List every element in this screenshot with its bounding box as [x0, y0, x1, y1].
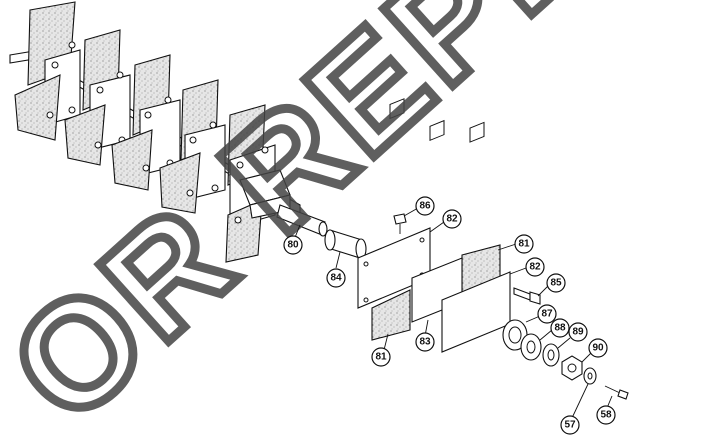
- svg-text:88: 88: [554, 323, 566, 334]
- nut-90: [561, 355, 583, 381]
- callout-90: 90: [588, 338, 608, 358]
- tine-blade-4: [159, 79, 226, 214]
- svg-text:81: 81: [375, 352, 387, 363]
- svg-text:85: 85: [550, 278, 562, 289]
- svg-text:84: 84: [330, 273, 342, 284]
- callout-81: 81: [371, 347, 391, 367]
- tine-blade-3: [111, 54, 181, 191]
- tine-assembly: [14, 1, 291, 263]
- callout-87: 87: [537, 304, 557, 324]
- svg-text:89: 89: [572, 327, 584, 338]
- callout-80: 80: [283, 235, 303, 255]
- callout-82: 82: [442, 209, 462, 229]
- leader-lines: [293, 207, 613, 419]
- bolt-58: [604, 385, 629, 400]
- svg-text:82: 82: [446, 214, 458, 225]
- callout-58: 58: [596, 405, 616, 425]
- svg-text:82: 82: [529, 262, 541, 273]
- shield-left: [371, 289, 411, 341]
- bolt-85: [513, 287, 541, 305]
- callout-83: 83: [415, 332, 435, 352]
- callout-84: 84: [326, 268, 346, 288]
- svg-text:86: 86: [419, 201, 431, 212]
- svg-text:81: 81: [518, 239, 530, 250]
- tine-blade-1: [14, 1, 81, 141]
- callout-57: 57: [560, 415, 580, 435]
- svg-text:80: 80: [287, 240, 299, 251]
- callout-85: 85: [546, 273, 566, 293]
- svg-text:83: 83: [419, 337, 431, 348]
- stub-shaft: [276, 204, 328, 237]
- bearing-plate-lower: [441, 121, 511, 353]
- svg-text:87: 87: [541, 309, 553, 320]
- callout-88: 88: [550, 318, 570, 338]
- svg-text:90: 90: [592, 343, 604, 354]
- callout-82: 82: [525, 257, 545, 277]
- svg-text:58: 58: [600, 410, 612, 421]
- callout-81: 81: [514, 234, 534, 254]
- svg-text:57: 57: [564, 420, 576, 431]
- bolt-86: [393, 213, 407, 234]
- callout-89: 89: [568, 322, 588, 342]
- callout-86: 86: [415, 196, 435, 216]
- tine-blade-2: [64, 29, 131, 166]
